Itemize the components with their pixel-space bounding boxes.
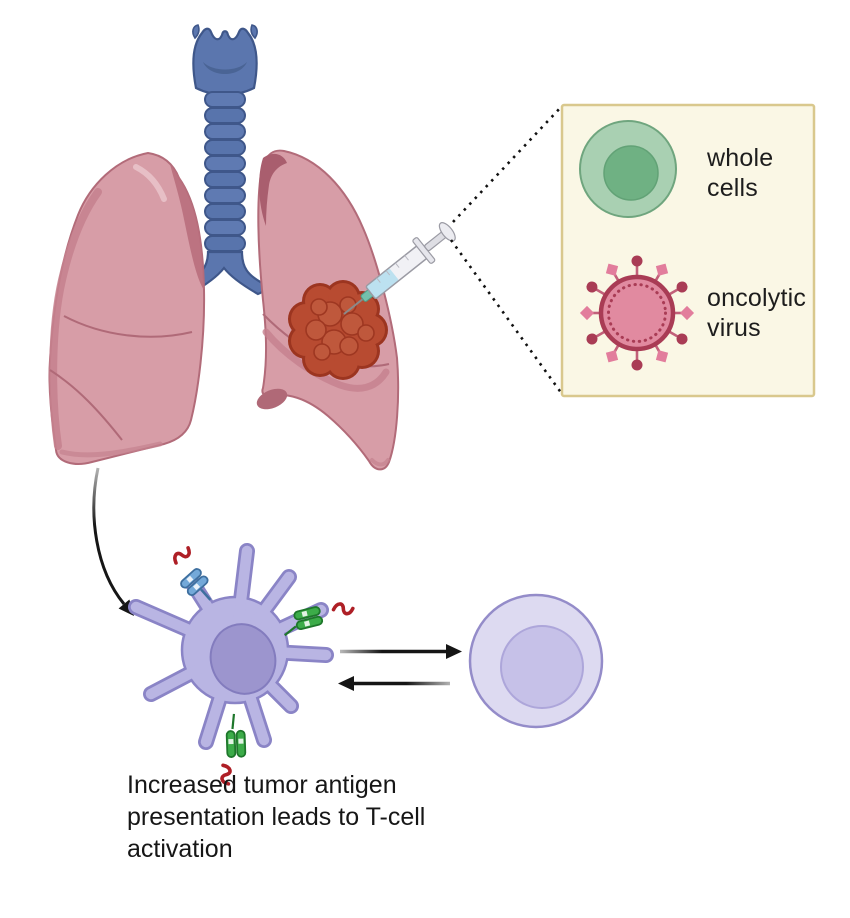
oncolytic-virus-label: oncolytic virus <box>707 284 807 342</box>
antigen-squiggle-2 <box>331 602 355 616</box>
syringe-icon <box>343 222 456 315</box>
dendritic-cell <box>128 543 355 786</box>
tumor <box>288 280 388 380</box>
right-lung-medial-fold <box>259 153 287 226</box>
tumor-bumps <box>305 296 375 361</box>
t-cell <box>468 593 604 729</box>
whole-cell-icon <box>579 120 677 218</box>
dendritic-cell-nucleus <box>209 623 277 695</box>
antigen-squiggle-1 <box>173 546 191 565</box>
left-lung-fissure-2 <box>49 369 123 441</box>
antigen-squiggle-3 <box>220 763 232 786</box>
lingula-flap <box>256 388 288 410</box>
left-lung-fissure-1 <box>63 315 193 338</box>
mhc-receptor-green-bottom <box>225 713 247 758</box>
mhc-receptor-blue <box>180 568 212 601</box>
right-lung-lower-shadow <box>262 328 390 392</box>
mhc-receptor-green-right <box>284 606 324 637</box>
callout-leader-lines <box>449 105 564 395</box>
t-cell-nucleus <box>500 625 584 709</box>
tracheal-rings <box>204 91 246 252</box>
activation-arrow <box>92 467 134 616</box>
larynx <box>192 27 258 96</box>
left-lung-apex-fold <box>170 164 204 290</box>
oncolytic-virus-icon <box>578 254 696 372</box>
whole-cells-label: whole cells <box>707 144 774 202</box>
left-lung-edge-shadow <box>49 188 102 450</box>
callout-box <box>560 103 816 398</box>
caption-text: Increased tumor antigen presentation lea… <box>127 771 426 863</box>
equilibrium-arrows <box>338 644 462 691</box>
